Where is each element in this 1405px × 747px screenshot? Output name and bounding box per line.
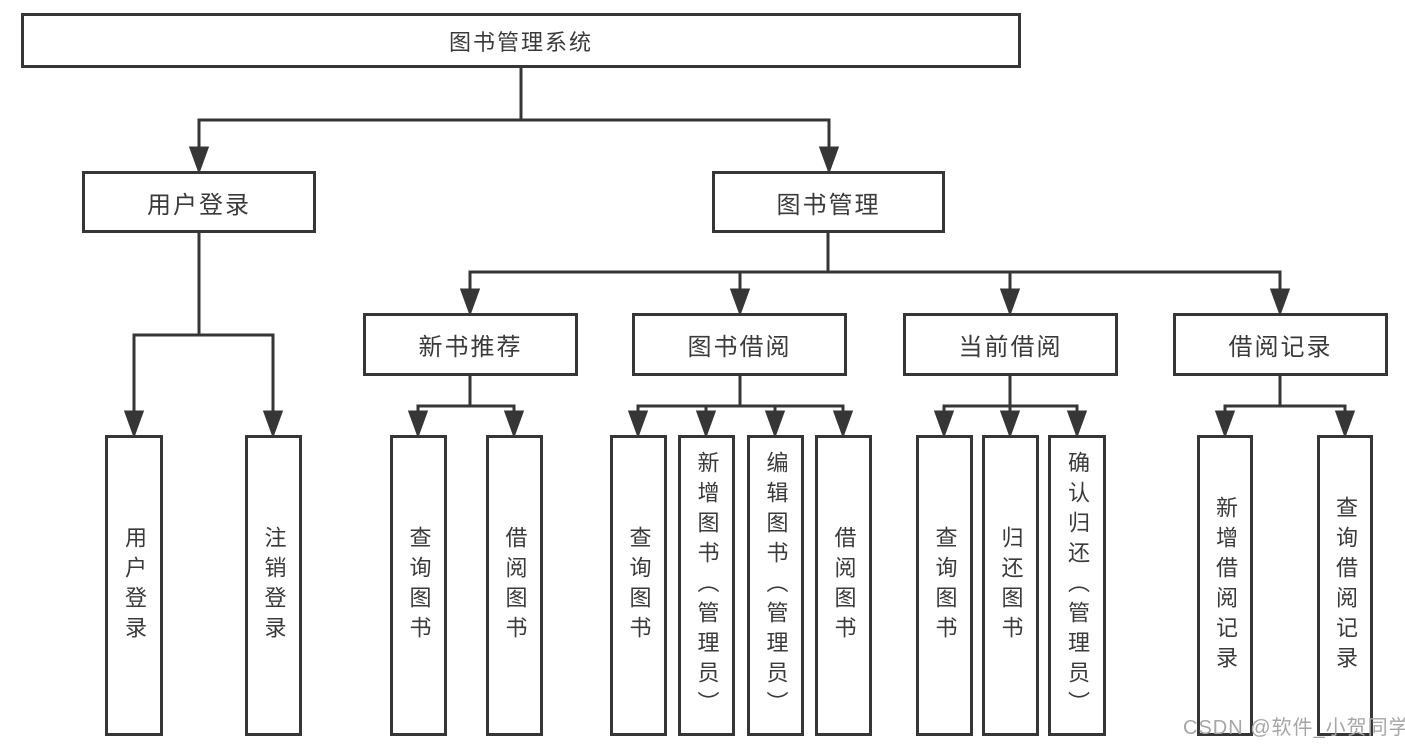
arrowhead-down-icon: [764, 410, 786, 439]
csdn-watermark: CSDN @软件_小贺同学: [1183, 717, 1405, 739]
leaf-user-login-label: 用户登录: [122, 525, 147, 646]
arrowhead-down-icon: [933, 410, 955, 439]
leaf-edit-books-admin: 编辑图书（管理员）: [747, 435, 804, 736]
leaf-borrow-books-recommend-label: 借阅图书: [502, 525, 528, 646]
node-current-borrow: 当前借阅: [903, 313, 1118, 376]
node-new-book-recommend-label: 新书推荐: [418, 334, 523, 361]
node-new-book-recommend: 新书推荐: [363, 313, 578, 376]
leaf-add-borrow-record-label: 新增借阅记录: [1213, 495, 1238, 676]
leaf-user-login: 用户登录: [105, 435, 163, 736]
connector-borrow-record-children: [1214, 376, 1356, 439]
leaf-add-borrow-record: 新增借阅记录: [1197, 435, 1253, 736]
connector-root-to-branches: [188, 68, 840, 175]
node-root: 图书管理系统: [21, 13, 1021, 68]
leaf-confirm-return-admin: 确认归还（管理员）: [1048, 435, 1106, 736]
leaf-return-books-label: 归还图书: [998, 525, 1024, 646]
connector-book-borrow-children: [627, 376, 854, 439]
arrowhead-down-icon: [188, 146, 210, 175]
node-book-management-label: 图书管理: [776, 191, 881, 219]
connector-book-management-modules: [459, 233, 1291, 317]
leaf-query-books-current: 查询图书: [916, 435, 973, 736]
leaf-add-books-admin: 新增图书（管理员）: [678, 435, 735, 736]
arrowhead-down-icon: [1334, 410, 1356, 439]
arrowhead-down-icon: [695, 410, 717, 439]
node-current-borrow-label: 当前借阅: [958, 334, 1063, 361]
node-book-borrow-label: 图书借阅: [687, 334, 792, 361]
arrowhead-down-icon: [999, 410, 1021, 439]
leaf-query-books-current-label: 查询图书: [932, 525, 958, 646]
arrowhead-down-icon: [729, 288, 751, 317]
leaf-logout: 注销登录: [245, 435, 302, 736]
connector-current-borrow-children: [933, 376, 1088, 439]
arrowhead-down-icon: [262, 410, 284, 439]
connector-new-book-children: [407, 376, 525, 439]
node-root-label: 图书管理系统: [448, 29, 593, 55]
connector-user-login-children: [123, 233, 284, 439]
leaf-confirm-return-admin-label: 确认归还（管理员）: [1065, 450, 1090, 721]
arrowhead-down-icon: [1269, 288, 1291, 317]
leaf-borrow-books-recommend: 借阅图书: [486, 435, 543, 736]
arrowhead-down-icon: [818, 146, 840, 175]
node-borrow-record-label: 借阅记录: [1228, 334, 1333, 361]
leaf-edit-books-admin-label: 编辑图书（管理员）: [763, 450, 789, 721]
leaf-add-books-admin-label: 新增图书（管理员）: [694, 450, 720, 721]
node-user-login: 用户登录: [82, 171, 316, 233]
node-book-borrow: 图书借阅: [632, 313, 847, 376]
arrowhead-down-icon: [1066, 410, 1088, 439]
leaf-borrow-books: 借阅图书: [815, 435, 872, 736]
leaf-query-books-recommend: 查询图书: [390, 435, 447, 736]
node-borrow-record: 借阅记录: [1173, 313, 1388, 376]
node-user-login-label: 用户登录: [147, 191, 251, 219]
leaf-query-borrow-record: 查询借阅记录: [1317, 435, 1373, 736]
arrowhead-down-icon: [123, 410, 145, 439]
leaf-query-books-recommend-label: 查询图书: [406, 525, 432, 646]
arrowhead-down-icon: [503, 410, 525, 439]
leaf-query-books-borrow: 查询图书: [610, 435, 667, 736]
arrowhead-down-icon: [999, 288, 1021, 317]
leaf-query-books-borrow-label: 查询图书: [626, 525, 652, 646]
leaf-query-borrow-record-label: 查询借阅记录: [1333, 495, 1358, 676]
leaf-borrow-books-label: 借阅图书: [831, 525, 857, 646]
arrowhead-down-icon: [459, 288, 481, 317]
arrowhead-down-icon: [1214, 410, 1236, 439]
arrowhead-down-icon: [832, 410, 854, 439]
leaf-logout-label: 注销登录: [261, 525, 287, 646]
arrowhead-down-icon: [407, 410, 429, 439]
arrowhead-down-icon: [627, 410, 649, 439]
node-book-management: 图书管理: [712, 171, 945, 233]
leaf-return-books: 归还图书: [982, 435, 1039, 736]
